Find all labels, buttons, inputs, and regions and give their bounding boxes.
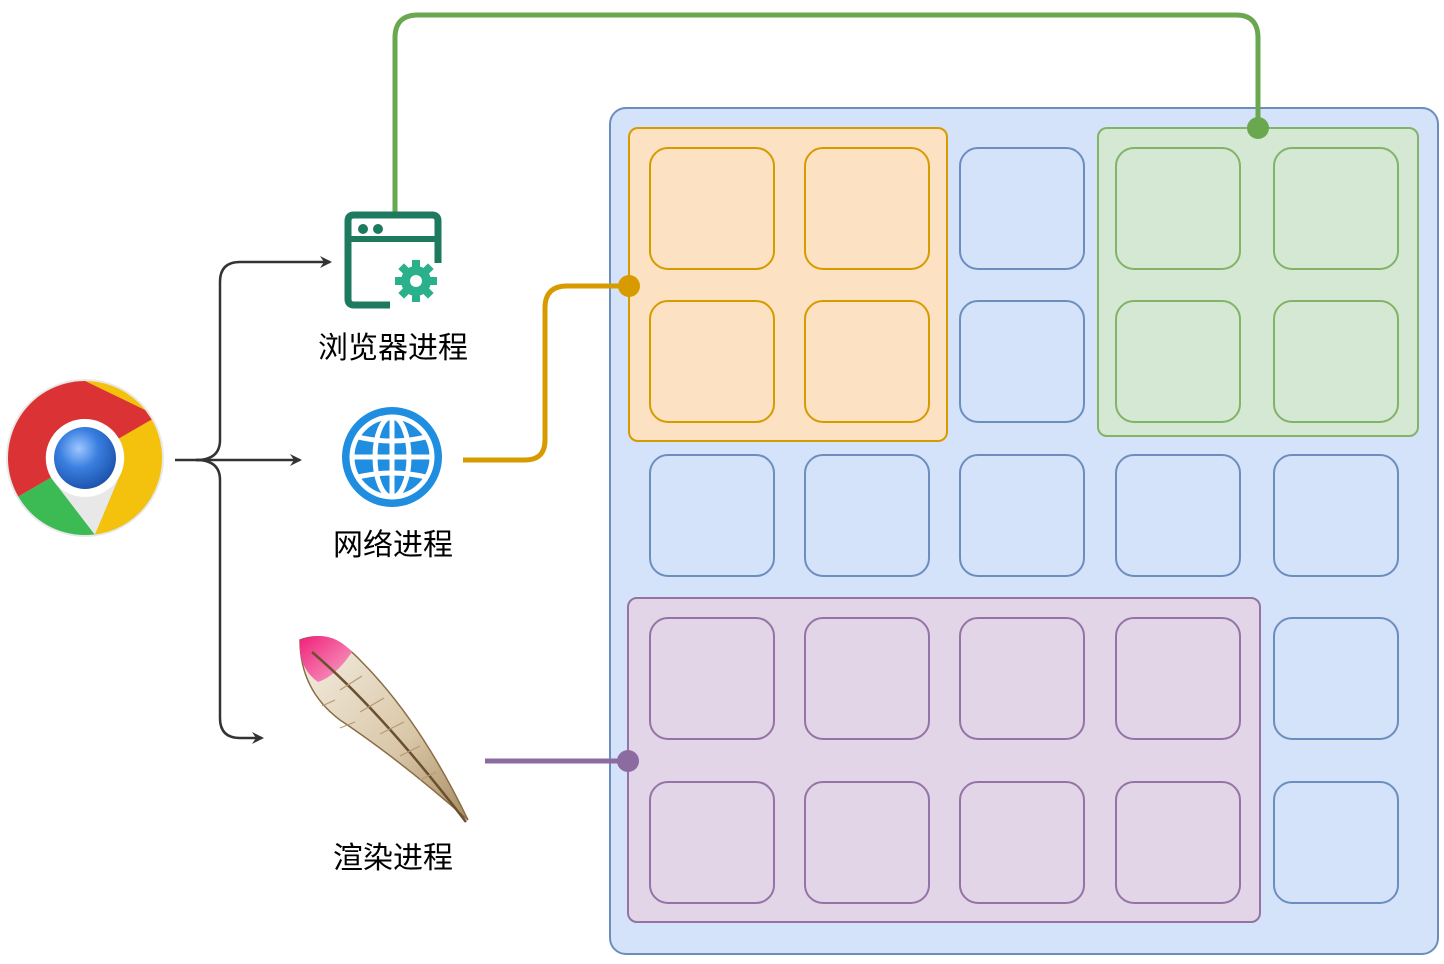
browser-memory-link	[392, 12, 1261, 215]
chrome-logo-icon	[6, 379, 164, 537]
memory-block-green	[1273, 300, 1399, 423]
render-process-label: 渲染进程	[333, 841, 453, 876]
globe-icon	[342, 407, 442, 507]
memory-block-purple	[959, 617, 1085, 740]
memory-block-purple	[804, 617, 930, 740]
memory-block-purple	[649, 781, 775, 904]
memory-block-blue	[959, 300, 1085, 423]
memory-block-orange	[804, 147, 930, 270]
memory-block-orange	[649, 300, 775, 423]
browser-link-dot	[1247, 117, 1269, 139]
memory-block-blue	[1273, 781, 1399, 904]
memory-block-blue	[1273, 454, 1399, 577]
memory-block-orange	[649, 147, 775, 270]
network-process-label: 网络进程	[333, 528, 453, 563]
memory-block-green	[1273, 147, 1399, 270]
memory-block-green	[1115, 147, 1241, 270]
memory-blocks	[649, 147, 1399, 904]
browser-window-gear-icon	[344, 211, 442, 309]
render-link-dot	[617, 750, 639, 772]
memory-block-purple	[804, 781, 930, 904]
memory-block-orange	[804, 300, 930, 423]
memory-block-blue	[649, 454, 775, 577]
memory-block-blue	[959, 147, 1085, 270]
network-memory-link	[463, 283, 629, 463]
memory-block-purple	[1115, 781, 1241, 904]
network-link-dot	[618, 275, 640, 297]
connector-to-browser	[195, 256, 332, 462]
memory-block-blue	[959, 454, 1085, 577]
memory-block-blue	[1115, 454, 1241, 577]
feather-quill-icon	[299, 636, 469, 823]
memory-block-blue	[1273, 617, 1399, 740]
connector-to-render	[195, 458, 264, 744]
memory-block-purple	[959, 781, 1085, 904]
memory-block-blue	[804, 454, 930, 577]
launch-connectors	[175, 256, 332, 744]
memory-block-purple	[649, 617, 775, 740]
memory-block-green	[1115, 300, 1241, 423]
memory-block-purple	[1115, 617, 1241, 740]
browser-process-label: 浏览器进程	[318, 331, 468, 366]
